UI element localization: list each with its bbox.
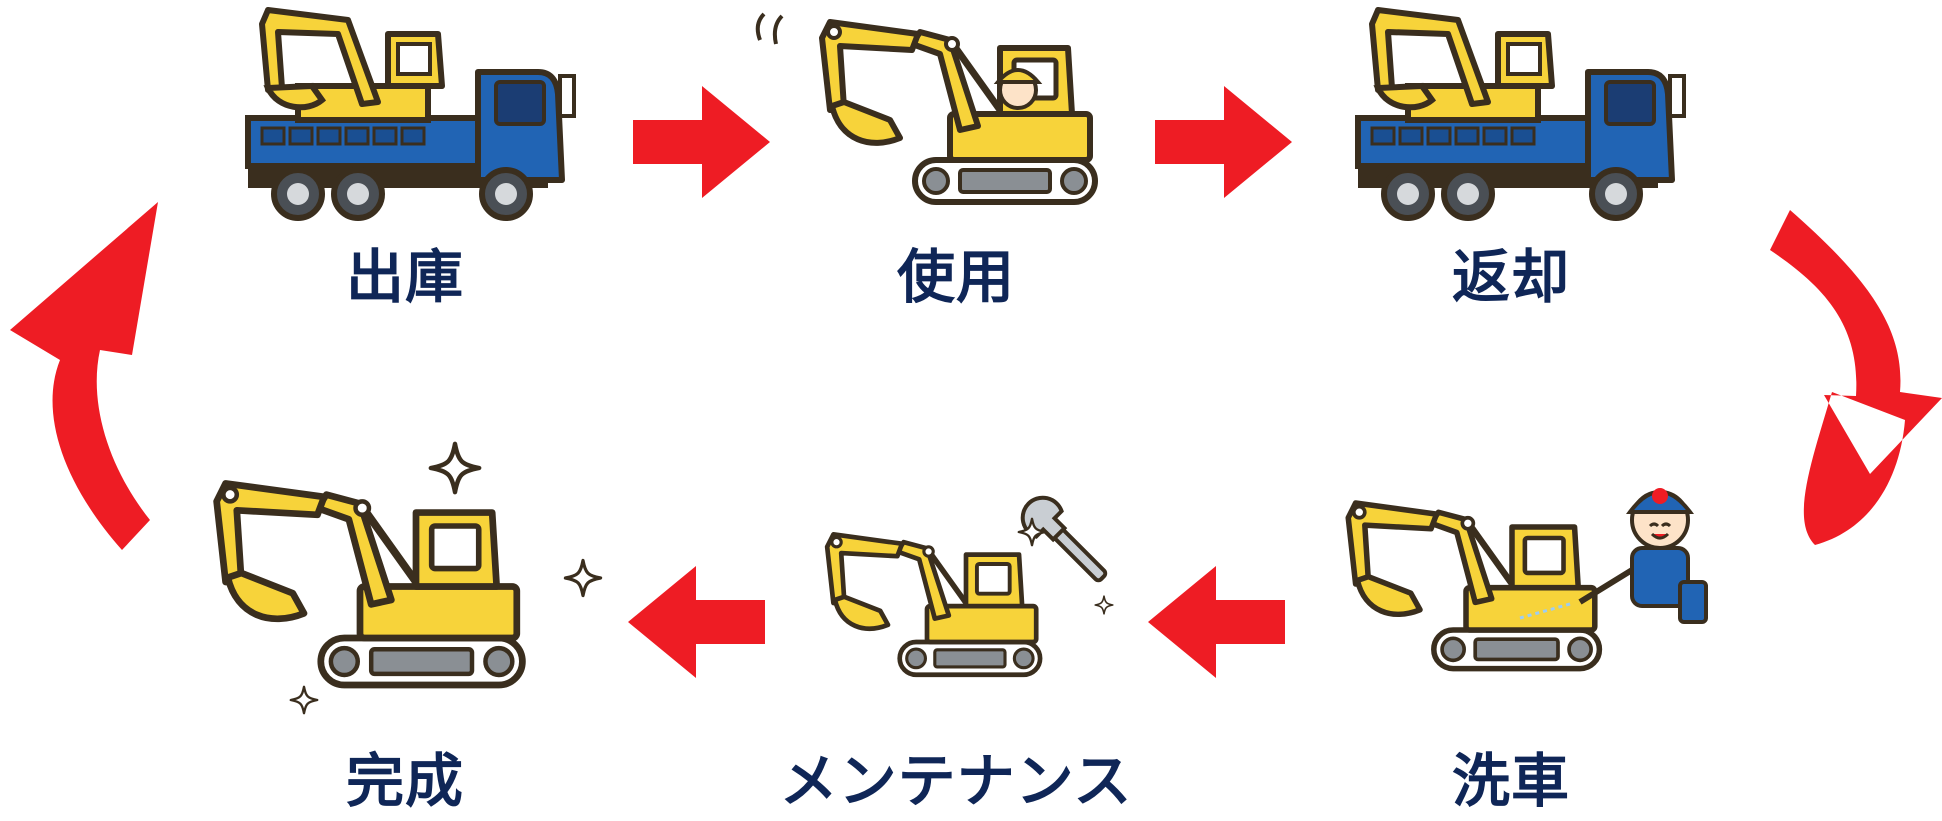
sparkle-icon: [289, 685, 319, 715]
step-label-maintenance: メンテナンス: [779, 747, 1133, 815]
arrow-shukko-to-shiyou: [633, 86, 770, 198]
arrow-shiyou-to-henkyaku: [1155, 86, 1292, 198]
excavator-with-operator: [755, 12, 1095, 202]
truck-with-excavator-shukko: [248, 10, 574, 218]
arrow-sensha-to-maintenance: [1148, 566, 1285, 678]
truck-with-excavator-henkyaku: [1358, 10, 1684, 218]
washing-worker-icon: [1519, 488, 1708, 624]
step-label-shiyou: 使用: [896, 243, 1015, 311]
step-label-shukko: 出庫: [345, 243, 464, 311]
step-label-kansei: 完成: [345, 747, 464, 815]
step-label-henkyaku: 返却: [1451, 243, 1570, 311]
arrow-maintenance-to-kansei: [628, 566, 765, 678]
curved-arrow-kansei-to-shukko: [10, 202, 158, 550]
excavator-with-washing-worker: [1348, 503, 1599, 669]
step-label-sensha: 洗車: [1451, 747, 1570, 815]
curved-arrow-henkyaku-to-sensha: [1770, 210, 1942, 545]
excavator-with-wrench: [827, 534, 1040, 674]
sparkling-excavator: [217, 483, 523, 685]
sparkle-icon: [563, 558, 603, 598]
sparkle-icon: [431, 444, 479, 492]
sparkle-icon: [1094, 595, 1114, 615]
